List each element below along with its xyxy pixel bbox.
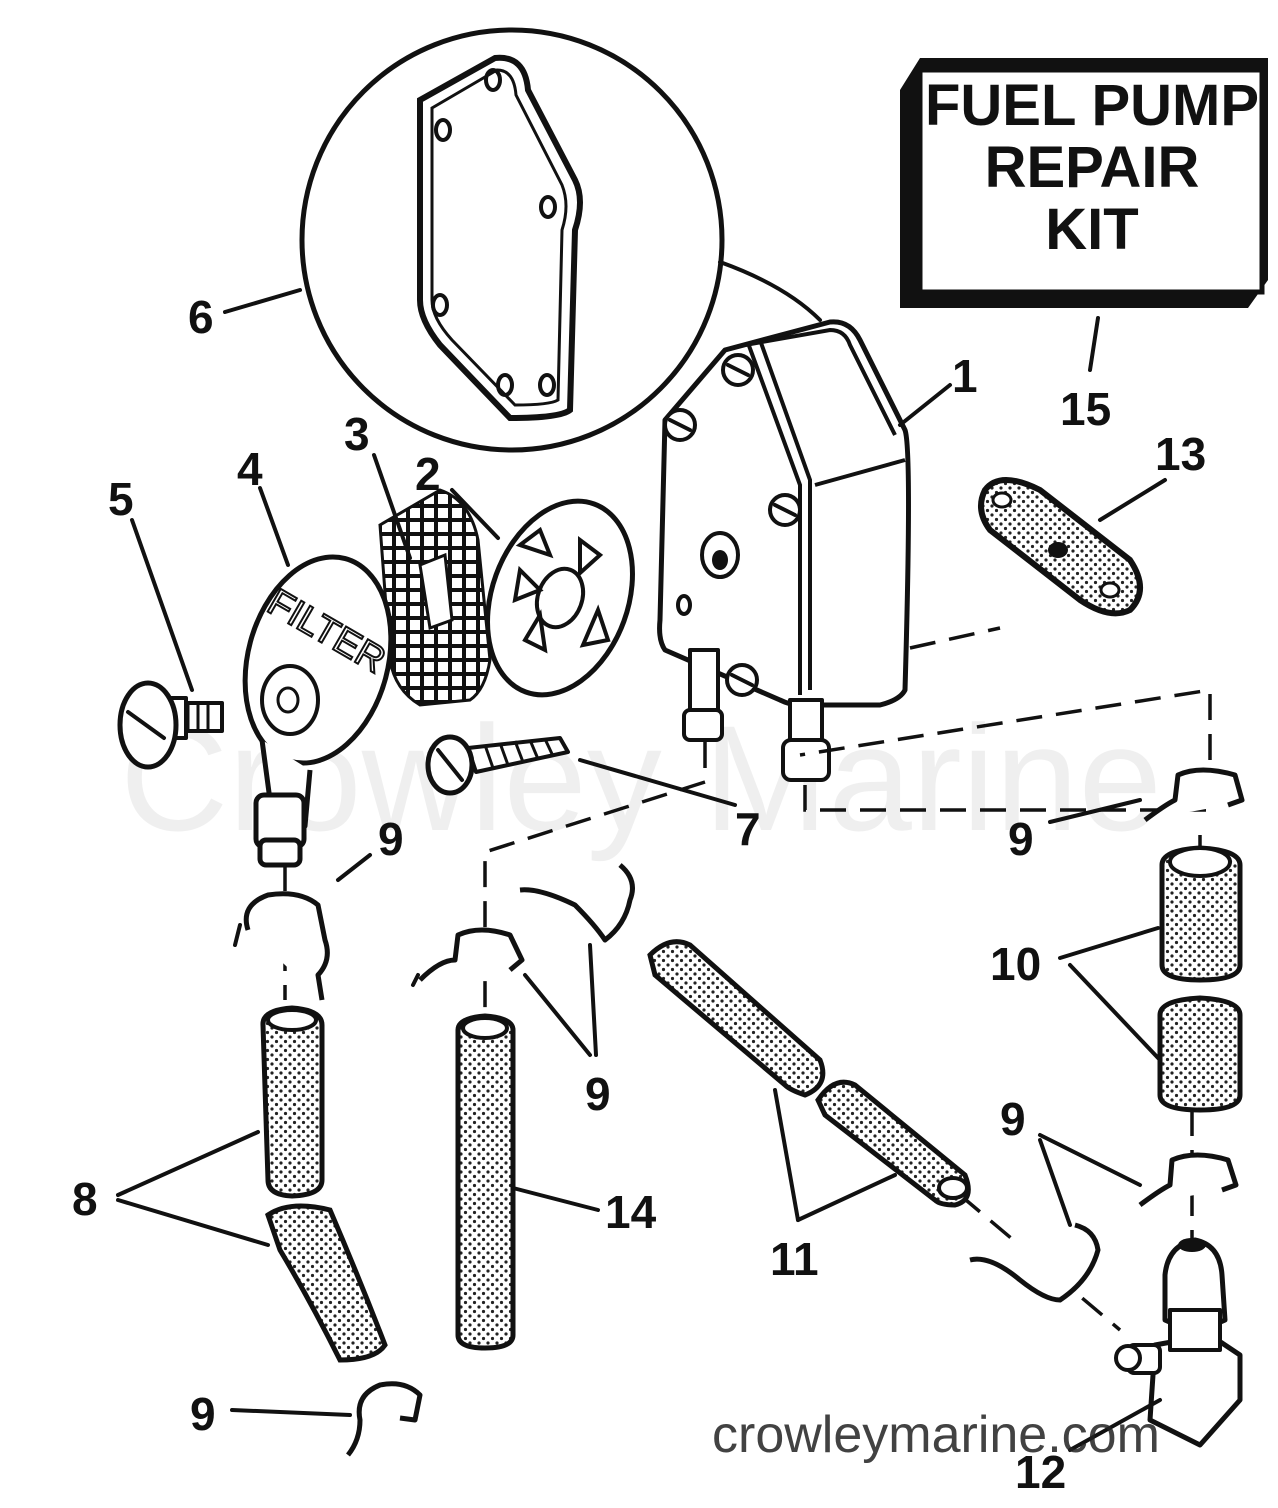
part-label-3: 3 xyxy=(344,408,370,460)
hose-8-upper xyxy=(260,1005,325,1199)
hose-8-lower xyxy=(265,1203,388,1363)
leader-9d-2 xyxy=(1038,1138,1072,1227)
part-label-15: 15 xyxy=(1060,383,1111,435)
hose-clamp-right-lower xyxy=(1138,1152,1239,1208)
gasket-detail-circle xyxy=(299,27,822,453)
hose-11-lower xyxy=(815,1079,971,1208)
hose-clamp-left-upper xyxy=(233,891,330,1001)
leader-13 xyxy=(1098,478,1167,522)
elbow-connector xyxy=(1114,1237,1243,1448)
thumb-screw xyxy=(117,680,224,770)
leader-12 xyxy=(1068,1398,1162,1452)
hose-clamp-right-upper xyxy=(1143,767,1245,823)
part-label-4: 4 xyxy=(237,443,263,495)
hose-clamp-center-upper xyxy=(411,927,525,987)
part-label-7: 7 xyxy=(735,803,761,855)
dash-center xyxy=(483,742,707,1020)
leader-6 xyxy=(223,288,302,314)
leader-2 xyxy=(450,488,500,540)
hose-clamp-center-open xyxy=(519,863,635,943)
part-label-9b: 9 xyxy=(585,1068,611,1120)
leader-4 xyxy=(258,486,290,567)
hose-clamp-open-lower xyxy=(969,1222,1101,1303)
leader-10-2 xyxy=(1068,963,1162,1062)
fuel-pump-body xyxy=(657,319,911,782)
kit-label-line3: KIT xyxy=(1045,197,1138,262)
dash-seal xyxy=(909,626,1001,650)
leader-8-2 xyxy=(116,1198,270,1247)
part-label-13: 13 xyxy=(1155,428,1206,480)
seal-gasket xyxy=(978,477,1143,617)
leader-9c xyxy=(1048,798,1142,824)
leader-5 xyxy=(130,518,194,692)
kit-label-line2: REPAIR xyxy=(985,135,1200,200)
repair-kit-box: FUEL PUMP REPAIR KIT xyxy=(900,58,1268,308)
leader-9d-1 xyxy=(1038,1133,1142,1187)
hose-clamp-bottom-left xyxy=(346,1381,423,1457)
leader-15 xyxy=(1088,316,1100,372)
part-label-1: 1 xyxy=(952,350,978,402)
kit-label-line1: FUEL PUMP xyxy=(925,73,1259,138)
filter-cover: FILTER xyxy=(242,554,393,868)
part-label-12: 12 xyxy=(1015,1446,1066,1498)
leader-9a xyxy=(336,853,372,882)
hose-14 xyxy=(455,1013,516,1351)
leader-9e xyxy=(230,1408,352,1417)
part-label-11: 11 xyxy=(770,1233,819,1285)
filter-screen xyxy=(378,488,492,707)
leader-3 xyxy=(372,453,412,560)
leader-8-1 xyxy=(116,1130,260,1197)
part-label-9e: 9 xyxy=(190,1388,216,1440)
leader-7 xyxy=(578,758,737,807)
part-label-5: 5 xyxy=(108,473,134,525)
leader-11-2 xyxy=(796,1173,897,1222)
part-label-10: 10 xyxy=(990,938,1041,990)
part-label-9c: 9 xyxy=(1008,813,1034,865)
leader-11-1 xyxy=(773,1088,800,1222)
check-valve-plate xyxy=(485,498,635,698)
hose-10-upper xyxy=(1159,845,1243,983)
hose-11-upper xyxy=(647,939,826,1098)
leader-10-1 xyxy=(1058,926,1160,960)
leader-9b-2 xyxy=(588,943,598,1057)
leader-1 xyxy=(898,383,952,427)
part-label-14: 14 xyxy=(605,1186,657,1238)
hose-10-lower xyxy=(1157,995,1243,1113)
leader-14 xyxy=(511,1186,600,1212)
part-label-9d: 9 xyxy=(1000,1093,1026,1145)
part-label-8: 8 xyxy=(72,1173,98,1225)
part-label-6: 6 xyxy=(188,291,214,343)
part-label-9a: 9 xyxy=(378,813,404,865)
leader-9b-1 xyxy=(523,973,592,1057)
dash-right xyxy=(799,687,1212,812)
watermark-url: crowleymarine.com xyxy=(712,1406,1160,1464)
gasket xyxy=(417,54,583,422)
mounting-screw xyxy=(425,734,570,796)
